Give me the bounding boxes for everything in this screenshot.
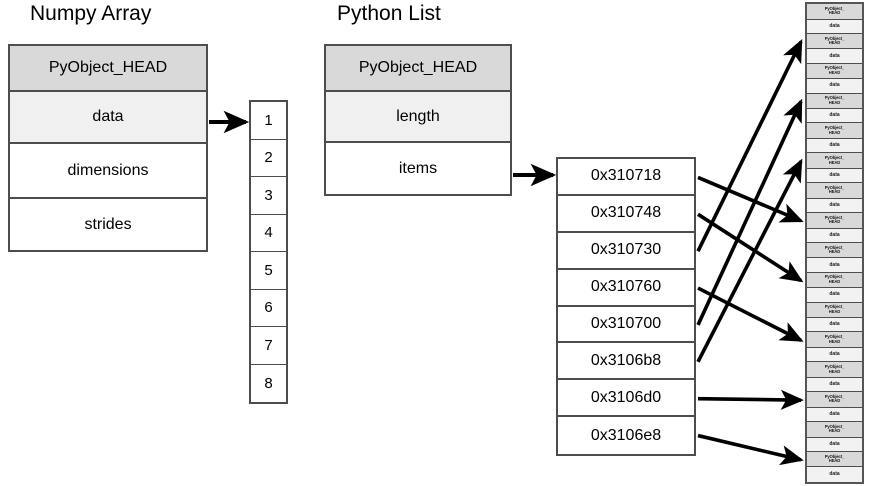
heap-object-data: data — [807, 288, 862, 303]
python-list-title: Python List — [337, 2, 441, 25]
heap-object-data: data — [807, 49, 862, 64]
heap-object-head: PyObject_HEAD — [807, 153, 862, 169]
pointer-row: 0x310718 — [558, 159, 694, 196]
heap-object-head: PyObject_HEAD — [807, 451, 862, 468]
arrow-pointer-to-heap — [697, 389, 804, 410]
heap-object-data: data — [807, 318, 862, 333]
arrow-pointer-to-heap — [696, 98, 803, 326]
arrow-pointer-to-heap — [697, 433, 804, 466]
arrow-pointer-to-heap — [697, 175, 804, 223]
pointer-row: 0x310760 — [558, 269, 694, 307]
heap-object-data: data — [807, 19, 862, 34]
heap-object-data: data — [807, 198, 862, 214]
heap-object-data: data — [807, 407, 862, 423]
heap-object-head: PyObject_HEAD — [807, 93, 862, 110]
heap-object-data: data — [807, 258, 862, 273]
heap-object-head: PyObject_HEAD — [807, 213, 862, 229]
list-field-items: items — [326, 143, 510, 194]
numpy-array-title: Numpy Array — [30, 2, 152, 25]
heap-object-head: PyObject_HEAD — [807, 123, 862, 139]
list-field-pyobject-head: PyObject_HEAD — [326, 46, 510, 92]
numpy-cell: 1 — [251, 102, 286, 140]
heap-object-data: data — [807, 109, 862, 124]
numpy-field-data: data — [10, 92, 206, 144]
heap-object-head: PyObject_HEAD — [807, 302, 862, 319]
heap-object-head: PyObject_HEAD — [807, 332, 862, 348]
heap-object-head: PyObject_HEAD — [807, 392, 862, 408]
heap-object-head: PyObject_HEAD — [807, 242, 862, 259]
heap-object-head: PyObject_HEAD — [807, 183, 862, 199]
heap-object-data: data — [807, 168, 862, 184]
heap-object-head: PyObject_HEAD — [807, 63, 862, 80]
numpy-cell: 7 — [251, 327, 286, 365]
heap-object-head: PyObject_HEAD — [807, 33, 862, 50]
pointer-row: 0x310730 — [558, 232, 694, 270]
arrow-pointer-to-heap — [697, 212, 804, 283]
heap-object-data: data — [807, 228, 862, 243]
numpy-field-pyobject-head: PyObject_HEAD — [10, 46, 206, 92]
heap-object-data: data — [807, 377, 862, 393]
heap-object-data: data — [807, 347, 862, 363]
heap-object-head: PyObject_HEAD — [807, 4, 862, 20]
numpy-cell: 8 — [251, 364, 286, 402]
pointer-row: 0x310748 — [558, 195, 694, 233]
numpy-cell: 5 — [251, 252, 286, 290]
arrow-pointer-to-heap — [696, 158, 803, 363]
arrow-pointer-to-heap — [697, 286, 804, 342]
heap-object-head: PyObject_HEAD — [807, 272, 862, 289]
heap-object-data: data — [807, 437, 862, 452]
heap-object-data: data — [807, 467, 862, 482]
numpy-field-dimensions: dimensions — [10, 144, 206, 199]
pointer-row: 0x3106d0 — [558, 380, 694, 418]
numpy-field-strides: strides — [10, 199, 206, 250]
arrow-pointer-to-heap — [696, 39, 803, 252]
numpy-cell: 4 — [251, 214, 286, 252]
heap-object-head: PyObject_HEAD — [807, 422, 862, 438]
numpy-cell: 2 — [251, 139, 286, 177]
numpy-cell: 3 — [251, 177, 286, 215]
heap-object-data: data — [807, 79, 862, 94]
pointer-row: 0x3106e8 — [558, 417, 694, 454]
pointer-row: 0x310700 — [558, 306, 694, 344]
numpy-cell: 6 — [251, 289, 286, 327]
pointer-row: 0x3106b8 — [558, 343, 694, 381]
list-field-length: length — [326, 92, 510, 143]
heap-object-head: PyObject_HEAD — [807, 362, 862, 378]
heap-object-data: data — [807, 138, 862, 154]
